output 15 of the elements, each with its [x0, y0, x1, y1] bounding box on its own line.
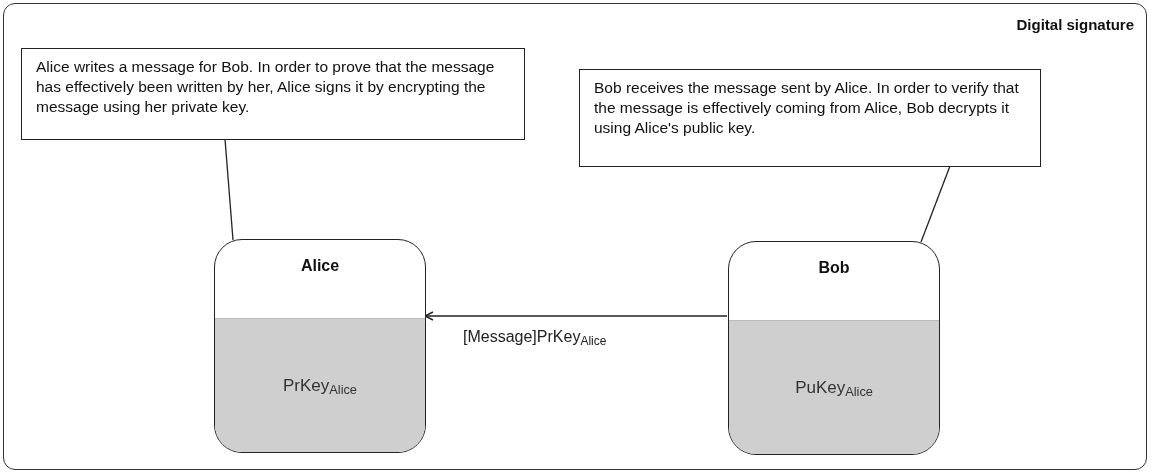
- frame-title: Digital signature: [1016, 15, 1134, 35]
- note-text: Bob receives the message sent by Alice. In order to verify that the message is effectively coming from Alice, Bob decrypts it using Alice's public key.: [594, 78, 1020, 138]
- actor-name: Bob: [818, 258, 850, 278]
- leader-line: [224, 138, 234, 241]
- diagram-frame: [3, 3, 1147, 470]
- note-text: Alice writes a message for Bob. In order to prove that the message has effectively been written by her, Alice signs it by encrypting the message using her private key.: [36, 57, 496, 117]
- key-label: PuKey$_{Alice}$: [795, 376, 873, 401]
- key-label: PrKey$_{Alice}$: [283, 374, 357, 399]
- actor-box: [214, 239, 426, 453]
- actor-name: Alice: [300, 256, 340, 276]
- note-box: [21, 48, 525, 140]
- actor-box: [728, 241, 940, 455]
- leader-line: [920, 165, 951, 243]
- arrow: [424, 311, 728, 321]
- note-box: [579, 69, 1041, 167]
